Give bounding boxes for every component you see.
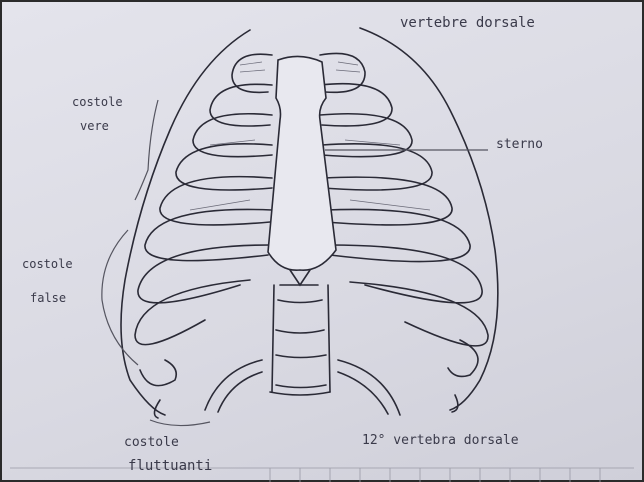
sternum (268, 56, 336, 270)
bracket-costole-vere (135, 100, 158, 200)
floating-rib-right (338, 360, 400, 415)
label-costole-vere-2: vere (80, 119, 109, 133)
floating-rib-left-inner (218, 372, 262, 412)
label-costole-false-1: costole (22, 257, 73, 271)
label-costole-fluttuanti-2: fluttuanti (128, 458, 212, 474)
label-costole-false-2: false (30, 291, 66, 305)
vertebral-column (270, 285, 330, 395)
label-12-vertebra: 12° vertebra dorsale (362, 433, 519, 448)
label-vertebre-dorsale: vertebre dorsale (400, 15, 535, 31)
xiphoid (290, 270, 310, 285)
floating-rib-right-inner (338, 372, 388, 414)
label-sterno: sterno (496, 137, 543, 152)
right-outline (360, 28, 498, 410)
floating-rib-left (205, 360, 262, 410)
label-costole-fluttuanti-1: costole (124, 435, 179, 450)
bracket-costole-false (102, 230, 138, 365)
graph-paper-lines (10, 468, 634, 482)
right-ribs (320, 53, 488, 412)
label-costole-vere-1: costole (72, 95, 123, 109)
bracket-costole-fluttuanti (150, 420, 210, 426)
